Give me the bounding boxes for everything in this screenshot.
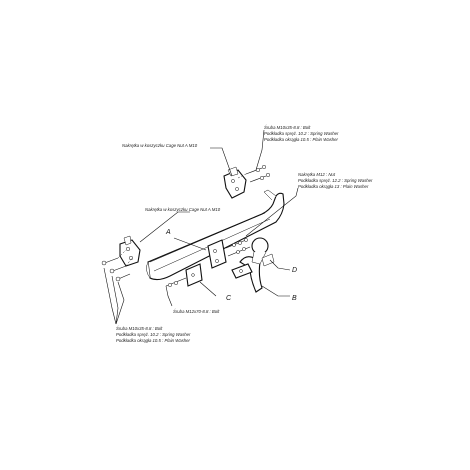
label-bolt-top-line3: Podkładka okrągła 10.5 : Plain Washer xyxy=(264,137,339,142)
label-bolt-top-line1: Śruba M10x35-8.8 : Bolt xyxy=(264,125,311,130)
label-bolt-m12: Śruba M12x70-8.8 : Bolt xyxy=(173,309,220,314)
leader-lines xyxy=(103,129,299,325)
label-nut-right-line1: Nakrętka M12 : Nut xyxy=(298,172,336,177)
center-plate xyxy=(185,239,227,287)
fasteners-top xyxy=(237,164,271,183)
right-bracket xyxy=(223,166,247,199)
part-label-a: A xyxy=(165,229,171,236)
label-nut-right-line2: Podkładka spręż. 12.2 : Spring Washer xyxy=(298,178,373,183)
part-label-d: D xyxy=(292,267,297,274)
fasteners-left xyxy=(101,249,133,282)
left-bracket xyxy=(119,235,141,267)
label-bolt-bottom-line2: Podkładka spręż. 10.2 : Spring Washer xyxy=(116,332,191,337)
label-bolt-bottom-line1: Śruba M10x35-8.8 : Bolt xyxy=(116,326,163,331)
fasteners-center xyxy=(165,238,251,287)
part-label-c: C xyxy=(226,295,232,302)
label-nut-right-line3: Podkładka okrągła 13 : Plain Washer xyxy=(298,184,369,189)
tow-ball-b xyxy=(231,237,269,293)
part-label-b: B xyxy=(292,295,297,302)
label-bolt-bottom-line3: Podkładka okrągła 10.5 : Plain Washer xyxy=(116,338,191,343)
label-cage-nut-mid: Nakrętka w koszyczku Cage Nut A M10 xyxy=(145,207,221,212)
socket-plate-d xyxy=(261,253,275,267)
label-cage-nut-top: Nakrętka w koszyczku Cage Nut A M10 xyxy=(122,143,198,148)
label-bolt-top-line2: Podkładka spręż. 10.2 : Spring Washer xyxy=(264,131,339,136)
